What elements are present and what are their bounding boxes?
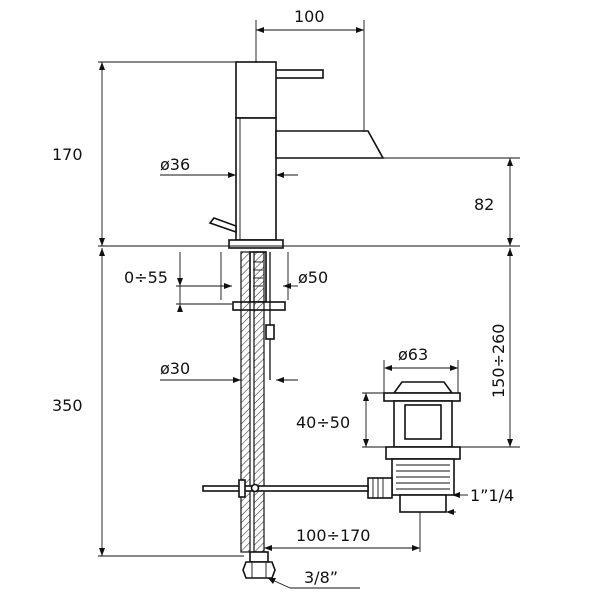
label-waste-adjust: 40÷50: [296, 413, 350, 432]
waste-tail: [399, 494, 447, 513]
hose-connector: [249, 551, 269, 563]
dimension-lines: [98, 20, 520, 589]
waste-nut: [385, 446, 461, 460]
mixer-column: [235, 117, 277, 241]
mixer-body: [208, 61, 385, 249]
under-deck-assembly: [232, 251, 286, 579]
label-shank-diameter: ø30: [160, 359, 190, 378]
label-height-bottom: 350: [52, 396, 83, 415]
spout: [275, 130, 385, 159]
label-spout-projection: 100: [294, 7, 325, 26]
waste-assembly: [202, 381, 461, 513]
flex-hose-right: [253, 251, 265, 553]
label-rod-range: 100÷170: [296, 526, 370, 545]
popup-knob: [208, 217, 237, 234]
waste-side-connector: [367, 477, 393, 499]
base-plate: [228, 239, 284, 249]
horizontal-rod: [202, 485, 369, 492]
lever-handle: [270, 69, 324, 79]
flex-hose-left: [240, 251, 251, 553]
label-waste-range: 150÷260: [489, 324, 508, 398]
waste-plug: [392, 381, 454, 394]
mixer-cap: [235, 61, 277, 119]
label-body-diameter: ø36: [160, 155, 190, 174]
rod-clip: [265, 324, 275, 340]
label-hose-connection: 3/8”: [304, 568, 338, 587]
label-waste-thread: 1”1/4: [470, 486, 514, 505]
hose-nut: [242, 561, 276, 579]
label-deck-thickness: 0÷55: [124, 268, 168, 287]
waste-flange: [383, 392, 461, 402]
dimension-labels: 100 170 ø36 82 0÷55 ø50 ø30 350 150÷260 …: [52, 7, 514, 587]
label-hole-diameter: ø50: [298, 268, 328, 287]
label-height-top: 170: [52, 145, 83, 164]
label-waste-diameter: ø63: [398, 345, 428, 364]
label-spout-height: 82: [474, 195, 494, 214]
